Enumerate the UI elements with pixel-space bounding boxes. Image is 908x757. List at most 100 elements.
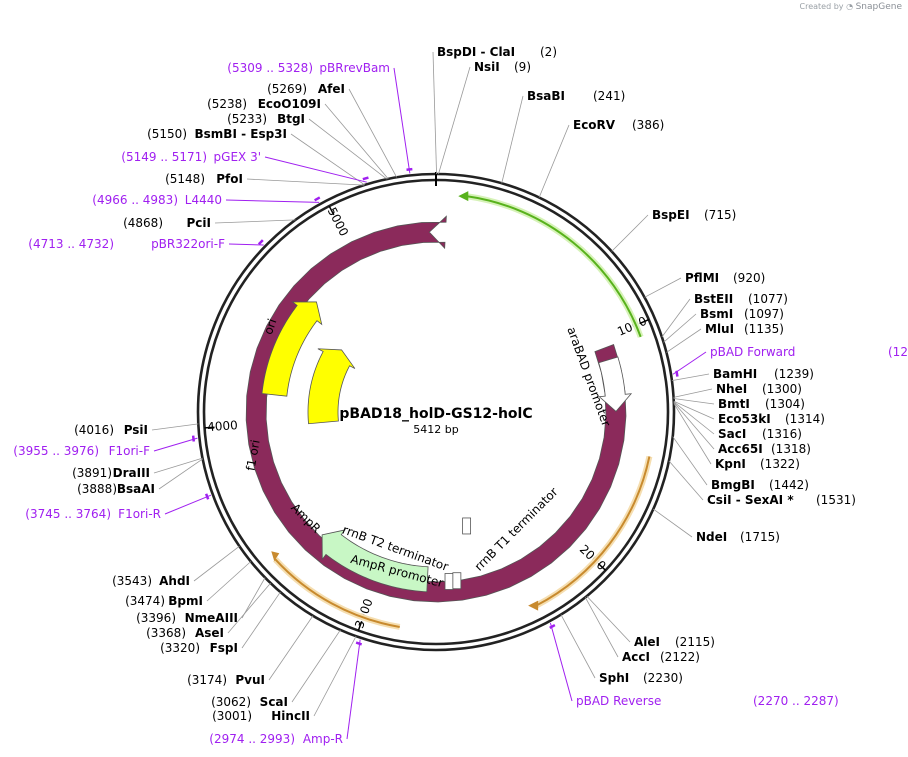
enzyme-label-csii[interactable]: CsiI - SexAI *(1531) [707,493,856,507]
enzyme-label-alei[interactable]: AleI(2115) [634,635,715,649]
enzyme-label-bmti[interactable]: BmtI(1304) [718,397,805,411]
enzyme-label-ndei[interactable]: NdeI(1715) [696,530,780,544]
enzyme-label-acc65i[interactable]: Acc65I(1318) [718,442,811,456]
primer-name: F1ori-F [109,444,150,458]
enzyme-label-pvui[interactable]: PvuI (3174) [187,673,265,687]
enzyme-leader-line [586,595,631,643]
primer-leader-line [549,622,573,702]
primer-range: (5149 .. 5171) [121,150,207,164]
enzyme-label-btgi[interactable]: BtgI(5233) [227,112,305,126]
enzyme-label-nhei[interactable]: NheI(1300) [716,382,802,396]
orf-layer [271,191,653,630]
enzyme-name: PflMI [685,271,719,285]
enzyme-label-bpmi[interactable]: BpmI(3474) [125,594,203,608]
leader-line-layer [151,51,715,740]
enzyme-label-pfoi[interactable]: PfoI(5148) [165,172,243,186]
enzyme-name: BstEII [694,292,733,306]
enzyme-name: PfoI [216,172,243,186]
enzyme-label-bspdi[interactable]: BspDI - ClaI(2) [437,45,557,59]
enzyme-label-sphi[interactable]: SphI(2230) [599,671,683,685]
enzyme-label-bsmbi[interactable]: BsmBI - Esp3I(5150) [147,127,287,141]
primer-leader-line [346,639,361,740]
enzyme-name: FspI [210,641,238,655]
enzyme-label-psii[interactable]: PsiI(4016) [74,423,148,437]
enzyme-label-bsaai[interactable]: BsaAI(3888) [77,482,155,496]
enzyme-leader-line [668,460,704,501]
enzyme-label-pflmi[interactable]: PflMI(920) [685,271,765,285]
enzyme-name: NsiI [474,60,500,74]
tick-label: 5000 [325,205,351,239]
enzyme-label-bspei[interactable]: BspEI(715) [652,208,736,222]
enzyme-leader-line [501,95,524,184]
enzyme-label-pcii[interactable]: PciI(4868) [123,216,211,230]
enzyme-label-kpni[interactable]: KpnI(1322) [715,457,800,471]
primer-label-pbadreverse[interactable]: pBAD Reverse(2270 .. 2287) [576,694,839,708]
enzyme-leader-line [673,402,715,450]
enzyme-label-nmeaiii[interactable]: NmeAIII(3396) [136,611,238,625]
primer-label-pgex3[interactable]: pGEX 3'(5149 .. 5171) [121,150,261,164]
tick-mark [597,562,607,571]
enzyme-name: BsmBI - Esp3I [195,127,287,141]
feature-arabad-promoter-shape [598,356,633,412]
enzyme-leader-line [538,124,570,198]
enzyme-leader-line [193,545,240,582]
enzyme-leader-line [313,635,357,717]
enzyme-label-hincii[interactable]: HincII (3001) [212,709,310,723]
enzyme-name: EcoRV [573,118,616,132]
enzyme-name: BsaAI [117,482,155,496]
enzyme-position: (5238) [207,97,247,111]
enzyme-label-bamhi[interactable]: BamHI(1239) [713,367,814,381]
primer-binding-mark [362,176,369,181]
primer-range: (5309 .. 5328) [227,61,313,75]
enzyme-label-draiii[interactable]: DraIII(3891) [72,466,150,480]
primer-leader-line [225,199,320,203]
enzyme-label-acci[interactable]: AccI(2122) [622,650,700,664]
enzyme-label-eco53ki[interactable]: Eco53kI(1314) [718,412,825,426]
enzyme-leader-line [438,66,471,175]
tick-mark [328,205,335,216]
enzyme-label-bmgbi[interactable]: BmgBI(1442) [711,478,809,492]
orf-orange-arrowhead-2 [271,551,280,562]
enzyme-label-ahdi[interactable]: AhdI(3543) [112,574,190,588]
enzyme-leader-line [348,88,398,178]
enzyme-position: (1316) [762,427,802,441]
snapgene-logo-icon: ◔ [846,2,854,11]
enzyme-label-ecoo109i[interactable]: EcoO109I(5238) [207,97,321,111]
primer-name: pBAD Reverse [576,694,661,708]
enzyme-label-bsteii[interactable]: BstEII (1077) [694,292,788,306]
enzyme-name: PvuI [235,673,265,687]
enzyme-name: MluI [705,322,734,336]
enzyme-label-fspi[interactable]: FspI(3320) [160,641,238,655]
enzyme-label-saci[interactable]: SacI (1316) [718,427,802,441]
primer-label-pbrrevbam[interactable]: pBRrevBam (5309 .. 5328) [227,61,390,75]
enzyme-position: (3396) [136,611,176,625]
primer-label-ampr[interactable]: Amp-R(2974 .. 2993) [209,732,343,746]
credit-brand: SnapGene [855,2,902,12]
primer-label-l4440[interactable]: L4440(4966 .. 4983) [92,193,222,207]
enzyme-label-scai[interactable]: ScaI(3062) [211,695,288,709]
enzyme-label-ecorv[interactable]: EcoRV(386) [573,118,664,132]
primer-name: pBRrevBam [319,61,390,75]
enzyme-leader-line [214,219,296,224]
primer-label-f1orif[interactable]: F1ori-F(3955 .. 3976) [13,444,150,458]
enzyme-leader-line [644,277,682,298]
enzyme-position: (1077) [748,292,788,306]
enzyme-name: HincII [271,709,310,723]
primer-label-pbr322orif[interactable]: pBR322ori-F(4713 .. 4732) [28,237,225,251]
enzyme-label-bsabi[interactable]: BsaBI(241) [527,89,625,103]
enzyme-position: (3001) [212,709,252,723]
enzyme-name: PsiI [124,423,148,437]
enzyme-leader-line [672,436,708,486]
enzyme-label-afei[interactable]: AfeI(5269) [267,82,345,96]
enzyme-label-nsii[interactable]: NsiI(9) [474,60,531,74]
enzyme-position: (5233) [227,112,267,126]
enzyme-position: (3174) [187,673,227,687]
enzyme-leader-line [290,133,365,186]
enzyme-label-bsmi[interactable]: BsmI(1097) [700,307,784,321]
enzyme-label-mlui[interactable]: MluI(1135) [705,322,784,336]
primer-label-pbadforward[interactable]: pBAD Forward(1208 .. 1227) [710,345,908,359]
enzyme-name: SacI [718,427,746,441]
primer-label-f1orir[interactable]: F1ori-R(3745 .. 3764) [25,507,161,521]
enzyme-label-asei[interactable]: AseI(3368) [146,626,224,640]
enzyme-name: BpmI [168,594,203,608]
